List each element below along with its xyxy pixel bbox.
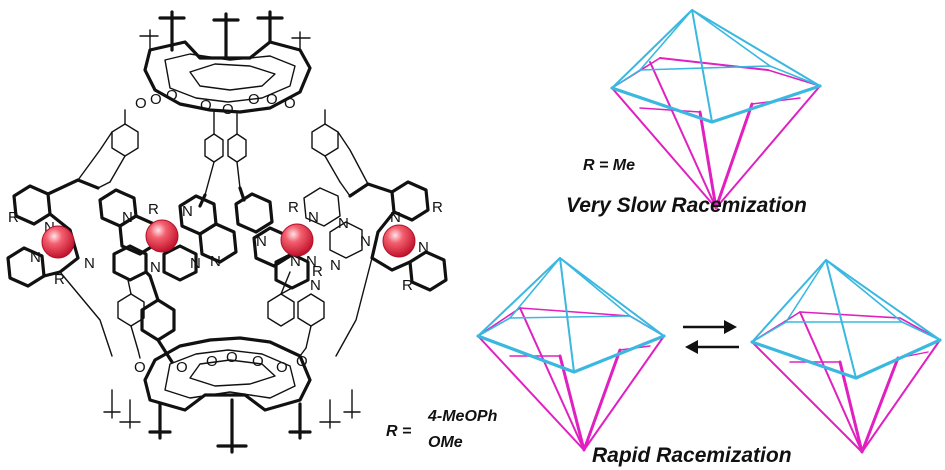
cage-struts <box>59 131 373 359</box>
svg-text:O: O <box>150 91 162 108</box>
top-oxygen-linkers: O O O O O O O O <box>135 87 296 118</box>
n-atom: N <box>122 209 133 226</box>
octahedron-fast-right <box>750 259 942 454</box>
n-atom: N <box>308 209 319 226</box>
svg-text:O: O <box>266 91 278 108</box>
n-atom: N <box>84 255 95 272</box>
octahedron-slow <box>610 9 822 210</box>
svg-text:O: O <box>206 353 218 370</box>
r-group: R <box>148 201 159 218</box>
ligand-right-back: R N N N N <box>288 187 363 294</box>
n-atom: N <box>310 277 321 294</box>
svg-text:O: O <box>135 95 147 112</box>
svg-text:O: O <box>296 353 308 370</box>
svg-text:O: O <box>252 353 264 370</box>
n-atom: N <box>30 249 41 266</box>
n-atom: N <box>210 253 221 270</box>
bottom-pyramid <box>477 307 665 452</box>
bottom-pyramid <box>611 57 821 210</box>
n-atom: N <box>256 233 267 250</box>
bottom-oxygen-linkers: O O O O O O O <box>134 349 308 376</box>
r-me-label: R = Me <box>583 157 635 174</box>
svg-text:O: O <box>276 359 288 376</box>
metal-centers <box>41 219 416 259</box>
very-slow-caption: Very Slow Racemization <box>566 194 807 217</box>
svg-text:O: O <box>226 349 238 366</box>
equilibrium-arrows <box>683 320 739 354</box>
bottom-cavitand: O O O O O O O <box>103 336 361 454</box>
bottom-pyramid <box>751 311 941 454</box>
n-atom: N <box>330 257 341 274</box>
r-option-ome: OMe <box>428 434 463 451</box>
n-atom: N <box>306 253 317 270</box>
metal-sphere <box>382 224 416 258</box>
r-group: R <box>312 263 323 280</box>
r-equals-label: R = <box>386 423 411 440</box>
octahedron-fast-left <box>476 257 666 452</box>
svg-text:O: O <box>284 95 296 112</box>
slow-panel-labels: R = Me Very Slow Racemization <box>566 157 807 217</box>
svg-text:O: O <box>248 91 260 108</box>
r-group: R <box>8 209 19 226</box>
n-atom: N <box>390 209 401 226</box>
ligand-center-front: N N N <box>162 194 238 282</box>
svg-text:O: O <box>166 87 178 104</box>
n-atom: N <box>418 239 429 256</box>
top-pyramid <box>476 257 666 374</box>
n-atom: N <box>338 215 349 232</box>
fast-panel-labels: R = 4-MeOPh OMe Rapid Racemization <box>386 408 792 467</box>
n-atom: N <box>150 259 161 276</box>
n-atom: N <box>182 203 193 220</box>
metal-sphere <box>145 219 179 253</box>
r-option-meoph: 4-MeOPh <box>427 408 498 425</box>
cage-molecule: O O O O O O O O O O <box>6 10 448 454</box>
svg-text:O: O <box>222 101 234 118</box>
svg-text:O: O <box>134 359 146 376</box>
r-group: R <box>402 277 413 294</box>
rapid-caption: Rapid Racemization <box>592 444 792 467</box>
metal-sphere <box>41 225 75 259</box>
svg-text:O: O <box>176 359 188 376</box>
n-atom: N <box>360 233 371 250</box>
n-atom: N <box>190 255 201 272</box>
metal-sphere <box>280 223 314 257</box>
top-pyramid <box>610 9 822 124</box>
r-group: R <box>432 199 443 216</box>
r-group: R <box>54 271 65 288</box>
n-atom: N <box>290 253 301 270</box>
top-cavitand: O O O O O O O O <box>135 10 312 118</box>
svg-text:O: O <box>200 97 212 114</box>
r-group: R <box>288 199 299 216</box>
n-atom: N <box>44 219 55 236</box>
phenylene-spacers <box>109 109 341 364</box>
top-pyramid <box>750 259 942 380</box>
